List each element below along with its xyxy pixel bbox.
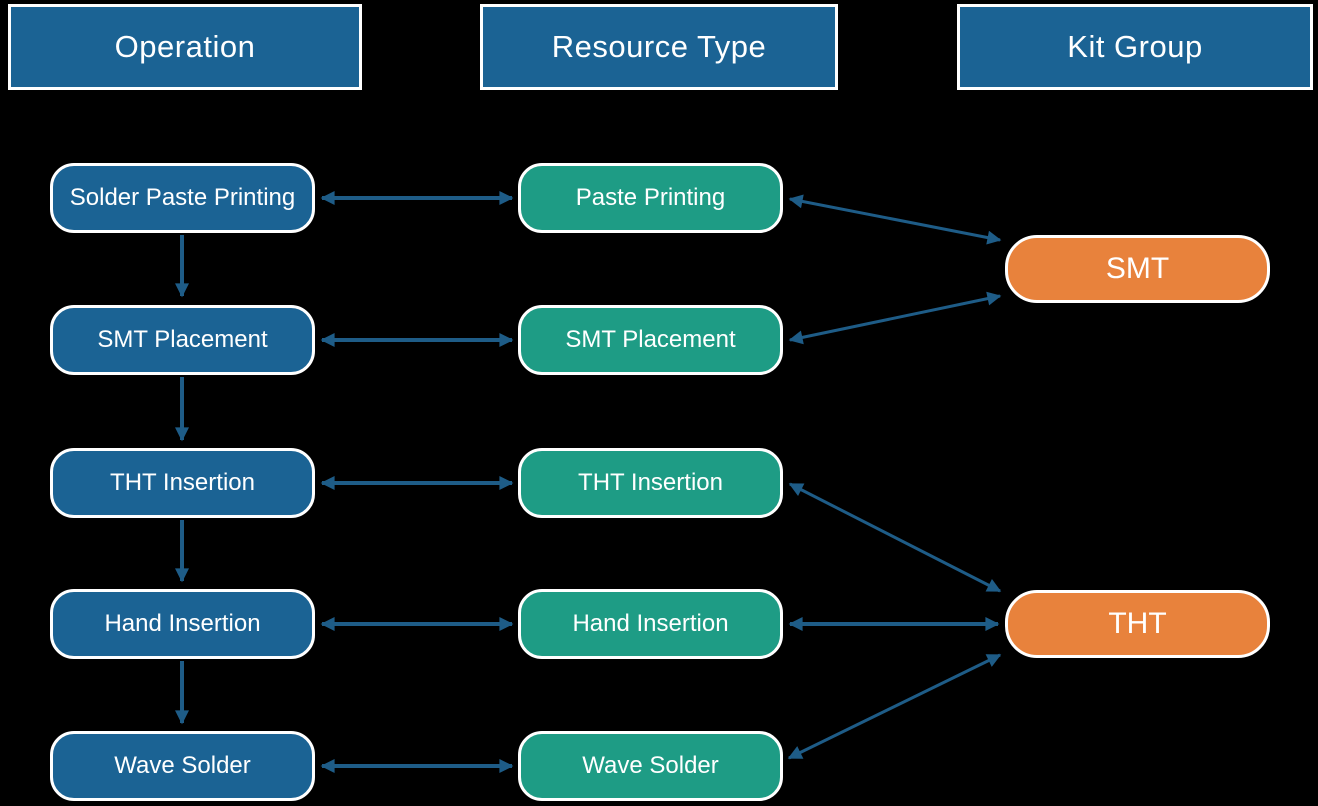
- operation-node-solder-paste-printing: Solder Paste Printing: [50, 163, 315, 233]
- resource-node-paste-printing: Paste Printing: [518, 163, 783, 233]
- column-header-resource-type: Resource Type: [480, 4, 838, 90]
- operation-node-wave-solder: Wave Solder: [50, 731, 315, 801]
- operation-node-hand-insertion: Hand Insertion: [50, 589, 315, 659]
- kit-group-node-tht: THT: [1005, 590, 1270, 658]
- column-header-operation: Operation: [8, 4, 362, 90]
- resource-node-wave-solder: Wave Solder: [518, 731, 783, 801]
- arrow-link-smt-placement-smt: [788, 291, 1002, 345]
- arrow-link-wave-solder-tht: [787, 653, 1002, 760]
- kit-group-node-smt: SMT: [1005, 235, 1270, 303]
- resource-node-hand-insertion: Hand Insertion: [518, 589, 783, 659]
- operation-node-tht-insertion: THT Insertion: [50, 448, 315, 518]
- operation-node-smt-placement: SMT Placement: [50, 305, 315, 375]
- arrow-link-tht-insertion-tht: [788, 482, 1002, 593]
- resource-node-tht-insertion: THT Insertion: [518, 448, 783, 518]
- arrow-link-paste-printing-smt: [788, 194, 1002, 245]
- column-header-kit-group: Kit Group: [957, 4, 1313, 90]
- resource-node-smt-placement: SMT Placement: [518, 305, 783, 375]
